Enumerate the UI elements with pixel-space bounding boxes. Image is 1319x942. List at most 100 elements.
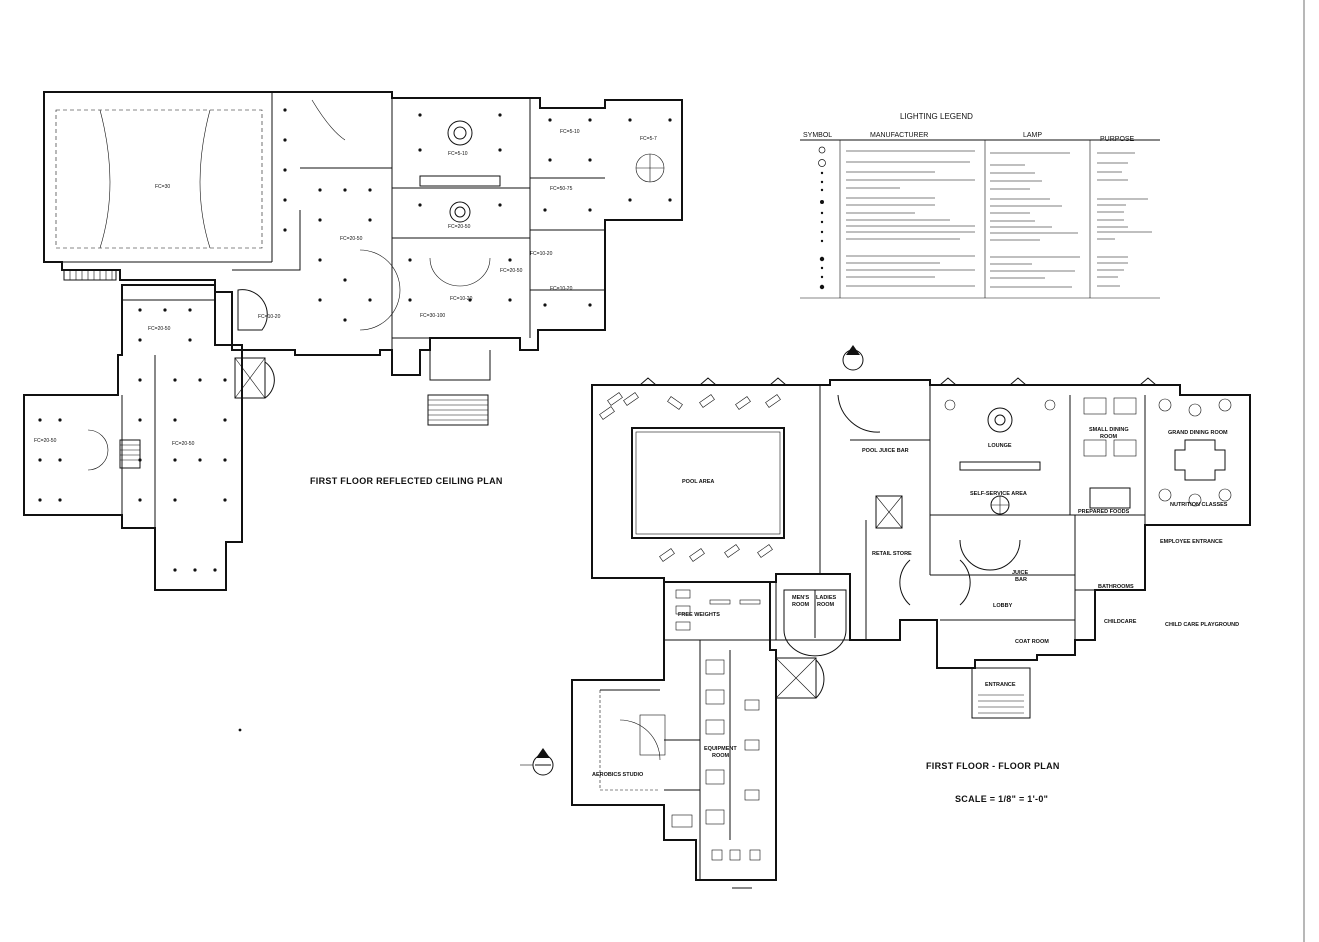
zone-label: FC=30 (155, 184, 170, 190)
zone-label: FC=5-10 (448, 151, 468, 157)
pool-lounge-chairs (599, 392, 781, 562)
zone-label: FC=20-50 (500, 268, 523, 274)
reflected-ceiling-plan: FC=30 FC=5-10 FC=5-10 FC=5-7 FC=20-50 FC… (23, 91, 683, 591)
room-label-equipment: EQUIPMENT (704, 746, 737, 752)
room-label-aerobics-studio: AEROBICS STUDIO (592, 772, 644, 778)
room-label-mens-2: ROOM (792, 602, 810, 608)
dining-tables (944, 397, 1232, 507)
zone-label: FC=10-20 (530, 251, 553, 257)
zone-label: FC=10-20 (550, 286, 573, 292)
legend-grid (800, 140, 1160, 299)
pool (631, 427, 785, 539)
rcp-stair (63, 269, 117, 281)
entrance-stair (971, 667, 1031, 719)
stray-mark (238, 728, 242, 732)
rcp-outline-west-wing (23, 284, 243, 591)
room-label-retail-store: RETAIL STORE (872, 551, 912, 557)
zone-label: FC=20-50 (34, 438, 57, 444)
rcp-west-fixture (87, 429, 141, 471)
room-label-mens: MEN'S (792, 595, 810, 601)
rcp-partitions (44, 92, 605, 350)
rcp-zone-labels: FC=30 FC=5-10 FC=5-10 FC=5-7 FC=20-50 FC… (34, 129, 657, 447)
fitness-equipment (639, 589, 761, 861)
north-arrow-top (842, 345, 864, 371)
room-label-bar: BAR (1015, 577, 1027, 583)
plan-partitions (775, 385, 1146, 641)
room-label-ladies: LADIES (816, 595, 837, 601)
lounge-fireplace (959, 407, 1041, 471)
plan-outline-main (591, 379, 1251, 669)
room-label-lobby: LOBBY (993, 603, 1013, 609)
room-label-self-service: SELF-SERVICE AREA (970, 491, 1027, 497)
floor-plan-title: FIRST FLOOR - FLOOR PLAN (926, 761, 1060, 771)
room-label-bathrooms: BATHROOMS (1098, 584, 1134, 590)
rcp-title: FIRST FLOOR REFLECTED CEILING PLAN (310, 476, 503, 486)
legend-col-manufacturer: MANUFACTURER (870, 132, 928, 139)
zone-label: FC=20-50 (148, 326, 171, 332)
floor-plan-scale: SCALE = 1/8" = 1'-0" (955, 794, 1048, 804)
rcp-cove-light (419, 175, 501, 187)
plan-partitions-south (600, 639, 776, 880)
lighting-legend: LIGHTING LEGEND SYMBOL MANUFACTURER LAMP… (800, 112, 1160, 299)
room-label-ladies-2: ROOM (817, 602, 835, 608)
room-label-free-weights: FREE WEIGHTS (678, 612, 720, 618)
zone-label: FC=50-75 (550, 186, 573, 192)
legend-col-lamp: LAMP (1023, 132, 1042, 139)
legend-symbols (818, 146, 826, 290)
room-label-playground: CHILD CARE PLAYGROUND (1165, 622, 1239, 628)
zone-label: FC=10-20 (450, 296, 473, 302)
aerobics-arc (619, 719, 661, 761)
room-label-pool-area: POOL AREA (682, 479, 714, 485)
rcp-outline-main (43, 91, 683, 376)
rcp-downlights (38, 108, 672, 572)
room-label-lounge: LOUNGE (988, 443, 1012, 449)
plan-bay-windows (639, 377, 1157, 386)
rcp-arc-3 (311, 99, 346, 141)
rcp-court-line (55, 109, 263, 249)
room-label-equipment-2: ROOM (712, 753, 730, 759)
zone-label: FC=20-50 (172, 441, 195, 447)
room-label-nutrition-classes: NUTRITION CLASSES (1170, 502, 1228, 508)
rcp-entry-stair (427, 394, 489, 426)
rcp-arc-2 (359, 249, 401, 331)
rcp-partitions-west (121, 299, 520, 528)
zone-label: FC=5-7 (640, 136, 657, 142)
room-label-pool-juice-bar: POOL JUICE BAR (862, 448, 909, 454)
legend-row-text (846, 150, 1152, 288)
zone-label: FC=10-20 (258, 314, 281, 320)
room-label-employee-entrance: EMPLOYEE ENTRANCE (1160, 539, 1223, 545)
rcp-west-stair (234, 357, 275, 399)
lobby-arcs (899, 559, 971, 606)
rcp-curved-room (237, 289, 268, 331)
zone-label: FC=20-50 (340, 236, 363, 242)
zone-label: FC=5-10 (560, 129, 580, 135)
legend-col-symbol: SYMBOL (803, 132, 832, 139)
room-label-prepared-foods: PREPARED FOODS (1078, 509, 1130, 515)
legend-title: LIGHTING LEGEND (900, 112, 973, 121)
room-label-coat-room: COAT ROOM (1015, 639, 1049, 645)
rcp-arc (429, 257, 491, 287)
juice-bar-counter (959, 539, 1021, 571)
pool-juice-bar-counter (837, 394, 881, 433)
room-label-entrance: ENTRANCE (985, 682, 1016, 688)
prepared-foods-counter (1089, 487, 1131, 509)
restrooms-curve (783, 589, 847, 657)
north-arrow-left (520, 748, 554, 776)
floor-plan: POOL JUICE BAR POOL AREA LOUNGE SMALL DI… (520, 345, 1251, 889)
room-label-grand-dining: GRAND DINING ROOM (1168, 430, 1228, 436)
self-service-station (990, 495, 1010, 515)
zone-label: FC=30-100 (420, 313, 445, 319)
rcp-chandelier-1 (447, 120, 473, 146)
zone-label: FC=20-50 (448, 224, 471, 230)
rcp-court-curves (99, 109, 211, 249)
retail-kiosk (875, 495, 903, 529)
room-label-childcare: CHILDCARE (1104, 619, 1137, 625)
rcp-chandelier-2 (449, 201, 471, 223)
room-label-small-dining: SMALL DINING (1089, 427, 1129, 433)
room-label-small-dining-2: ROOM (1100, 434, 1118, 440)
room-labels: POOL JUICE BAR POOL AREA LOUNGE SMALL DI… (592, 427, 1239, 778)
plan-outline-south-wing (571, 582, 777, 881)
plan-stair-box (775, 657, 825, 699)
aerobics-floor (599, 690, 660, 791)
